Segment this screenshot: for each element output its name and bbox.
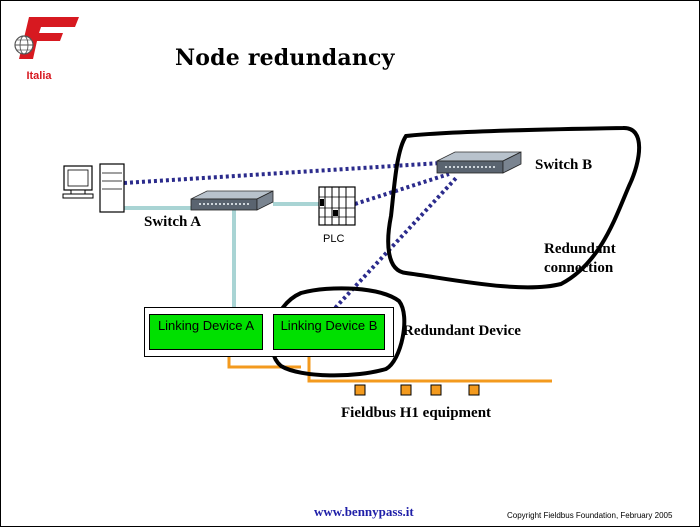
fieldbus-device-2 [400,384,412,396]
plc-icon [318,186,356,226]
redundant-connection-label-line1: Redundant [544,241,616,257]
fieldbus-logo-icon [14,15,89,59]
fieldbus-trunk [307,353,552,383]
plc-label: PLC [323,233,345,245]
page-title: Node redundancy [175,45,395,71]
footer-url[interactable]: www.bennypass.it [314,504,414,519]
fieldbus-label: Fieldbus H1 equipment [341,405,492,421]
fieldbus-device-4 [468,384,480,396]
link-pc-switch-b [123,161,442,185]
linking-device-a: Linking Device A [149,314,263,350]
fieldbus-link-device-a [227,353,301,369]
linking-device-b-label: Linking Device B [280,318,378,333]
link-plc-switch-b [354,172,450,206]
switch-b-label: Switch B [535,157,593,173]
redundant-connection-outline [386,125,642,290]
fieldbus-italia-logo: Italia [11,13,89,85]
workstation-icon [62,163,125,213]
fieldbus-device-1 [354,384,366,396]
footer-copyright: Copyright Fieldbus Foundation, February … [507,511,673,520]
redundant-device-label: Redundant Device [403,323,521,339]
fieldbus-device-3 [430,384,442,396]
linking-device-a-label: Linking Device A [157,318,255,333]
switch-b-icon [436,151,522,174]
switch-a-icon [190,190,274,211]
linking-device-b: Linking Device B [273,314,385,350]
redundant-connection-label-line2: connection [544,260,614,276]
switch-a-label: Switch A [144,214,202,230]
logo-label: Italia [26,70,52,82]
